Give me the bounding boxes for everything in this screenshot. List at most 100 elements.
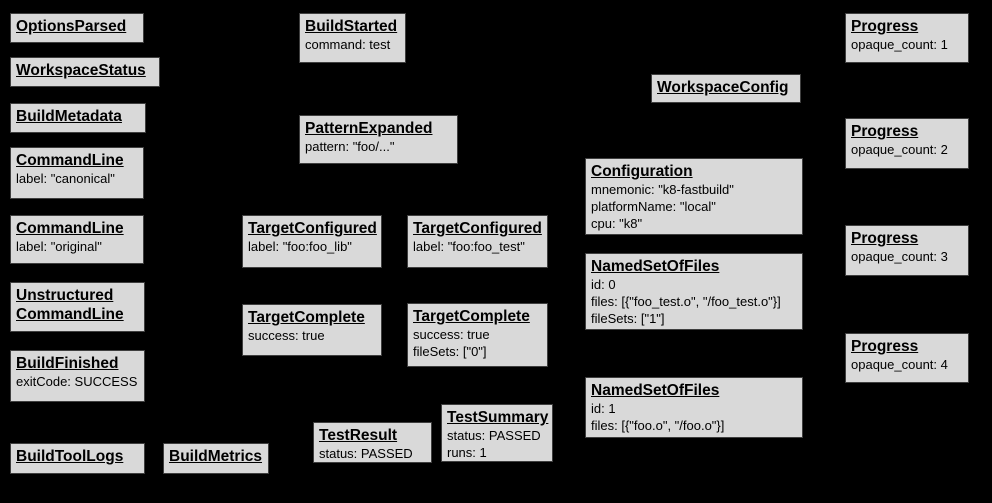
event-target-complete-foo-lib-title: TargetComplete (248, 308, 376, 327)
event-target-complete-foo-test: TargetComplete success: true fileSets: ["0… (407, 303, 548, 367)
event-command-line-canonical-title: CommandLine (16, 151, 138, 170)
event-command-line-canonical: CommandLine label: "canonical" (10, 147, 144, 199)
event-test-result: TestResult status: PASSED (313, 422, 432, 463)
box-title-line: CommandLine (16, 220, 124, 237)
event-target-configured-foo-test-title: TargetConfigured (413, 219, 542, 238)
event-named-set-of-files-0-field: files: [{"foo_test.o", "/foo_test.o"}] (591, 294, 781, 309)
event-build-started-field: command: test (305, 37, 391, 52)
event-build-started: BuildStarted command: test (299, 13, 406, 63)
event-workspace-config-title: WorkspaceConfig (657, 78, 795, 97)
event-progress-3: Progress opaque_count: 3 (845, 225, 969, 276)
event-progress-4-title: Progress (851, 337, 963, 356)
event-test-summary-field: status: PASSED (447, 428, 541, 443)
box-title-line: BuildMetadata (16, 108, 122, 125)
event-build-metrics-title: BuildMetrics (169, 447, 263, 466)
box-title-line: Progress (851, 123, 919, 140)
event-build-started-title: BuildStarted (305, 17, 400, 36)
event-build-finished-field: exitCode: SUCCESS (16, 374, 138, 389)
box-title-line: CommandLine (16, 152, 124, 169)
event-configuration-field: cpu: "k8" (591, 216, 643, 231)
event-pattern-expanded: PatternExpanded pattern: "foo/..." (299, 115, 458, 164)
event-command-line-canonical-field: label: "canonical" (16, 171, 115, 186)
event-workspace-config: WorkspaceConfig (651, 74, 801, 103)
event-test-summary-field: runs: 1 (447, 445, 487, 460)
event-build-metrics: BuildMetrics (163, 443, 269, 474)
event-target-complete-foo-test-field: success: true (413, 327, 490, 342)
box-title-line: BuildStarted (305, 18, 398, 35)
event-named-set-of-files-0-field: fileSets: ["1"] (591, 311, 665, 326)
event-named-set-of-files-0-title: NamedSetOfFiles (591, 257, 797, 276)
event-pattern-expanded-title: PatternExpanded (305, 119, 452, 138)
event-named-set-of-files-1: NamedSetOfFiles id: 1 files: [{"foo.o", "/… (585, 377, 803, 438)
event-named-set-of-files-1-title: NamedSetOfFiles (591, 381, 797, 400)
box-title-line: Progress (851, 338, 919, 355)
event-pattern-expanded-field: pattern: "foo/..." (305, 139, 395, 154)
event-named-set-of-files-1-field: files: [{"foo.o", "/foo.o"}] (591, 418, 725, 433)
event-build-metadata: BuildMetadata (10, 103, 146, 133)
box-title-line: TargetComplete (248, 309, 365, 326)
event-named-set-of-files-1-field: id: 1 (591, 401, 616, 416)
box-title-line: Progress (851, 230, 919, 247)
event-progress-2: Progress opaque_count: 2 (845, 118, 969, 169)
box-title-line: WorkspaceConfig (657, 79, 789, 96)
event-options-parsed-title: OptionsParsed (16, 17, 138, 36)
box-title-line: PatternExpanded (305, 120, 433, 137)
event-command-line-original-field: label: "original" (16, 239, 102, 254)
event-build-metadata-title: BuildMetadata (16, 107, 140, 126)
event-test-summary-title: TestSummary (447, 408, 549, 427)
event-command-line-original: CommandLine label: "original" (10, 215, 144, 264)
box-title-line: TestResult (319, 427, 398, 444)
event-test-result-field: status: PASSED (319, 446, 413, 461)
event-build-tool-logs-title: BuildToolLogs (16, 447, 139, 466)
event-progress-4: Progress opaque_count: 4 (845, 333, 969, 383)
box-title-line: Progress (851, 18, 919, 35)
box-title-line: BuildFinished (16, 355, 119, 372)
event-target-configured-foo-lib-field: label: "foo:foo_lib" (248, 239, 352, 254)
event-build-finished-title: BuildFinished (16, 354, 139, 373)
event-configuration-title: Configuration (591, 162, 797, 181)
event-configuration-field: platformName: "local" (591, 199, 716, 214)
event-progress-3-title: Progress (851, 229, 963, 248)
event-target-complete-foo-test-field: fileSets: ["0"] (413, 344, 487, 359)
event-progress-1-title: Progress (851, 17, 963, 36)
event-named-set-of-files-0: NamedSetOfFiles id: 0 files: [{"foo_test.o… (585, 253, 803, 330)
event-build-tool-logs: BuildToolLogs (10, 443, 145, 474)
event-configuration: Configuration mnemonic: "k8-fastbuild" pla… (585, 158, 803, 235)
box-title-line: WorkspaceStatus (16, 62, 146, 79)
event-progress-3-field: opaque_count: 3 (851, 249, 948, 264)
event-build-finished: BuildFinished exitCode: SUCCESS (10, 350, 145, 402)
box-title-line: TargetConfigured (248, 220, 377, 237)
event-target-configured-foo-test-field: label: "foo:foo_test" (413, 239, 525, 254)
box-title-line: TestSummary (447, 409, 549, 426)
box-title-line: TargetComplete (413, 308, 530, 325)
event-configuration-field: mnemonic: "k8-fastbuild" (591, 182, 734, 197)
box-title-line: NamedSetOfFiles (591, 258, 720, 275)
event-progress-4-field: opaque_count: 4 (851, 357, 948, 372)
event-progress-1: Progress opaque_count: 1 (845, 13, 969, 63)
event-progress-1-field: opaque_count: 1 (851, 37, 948, 52)
event-workspace-status-title: WorkspaceStatus (16, 61, 154, 80)
event-test-result-title: TestResult (319, 426, 426, 445)
box-title-line: NamedSetOfFiles (591, 382, 720, 399)
box-title-line: CommandLine (16, 306, 124, 323)
event-options-parsed: OptionsParsed (10, 13, 144, 43)
event-progress-2-title: Progress (851, 122, 963, 141)
event-test-summary: TestSummary status: PASSED runs: 1 (441, 404, 553, 462)
event-progress-2-field: opaque_count: 2 (851, 142, 948, 157)
event-target-configured-foo-lib-title: TargetConfigured (248, 219, 377, 238)
box-title-line: BuildMetrics (169, 448, 263, 465)
box-title-line: Configuration (591, 163, 693, 180)
box-title-line: OptionsParsed (16, 18, 127, 35)
box-title-line: BuildToolLogs (16, 448, 124, 465)
box-title-line: Unstructured (16, 287, 114, 304)
event-named-set-of-files-0-field: id: 0 (591, 277, 616, 292)
event-target-configured-foo-lib: TargetConfigured label: "foo:foo_lib" (242, 215, 382, 268)
event-command-line-original-title: CommandLine (16, 219, 138, 238)
event-target-complete-foo-test-title: TargetComplete (413, 307, 542, 326)
event-workspace-status: WorkspaceStatus (10, 57, 160, 87)
